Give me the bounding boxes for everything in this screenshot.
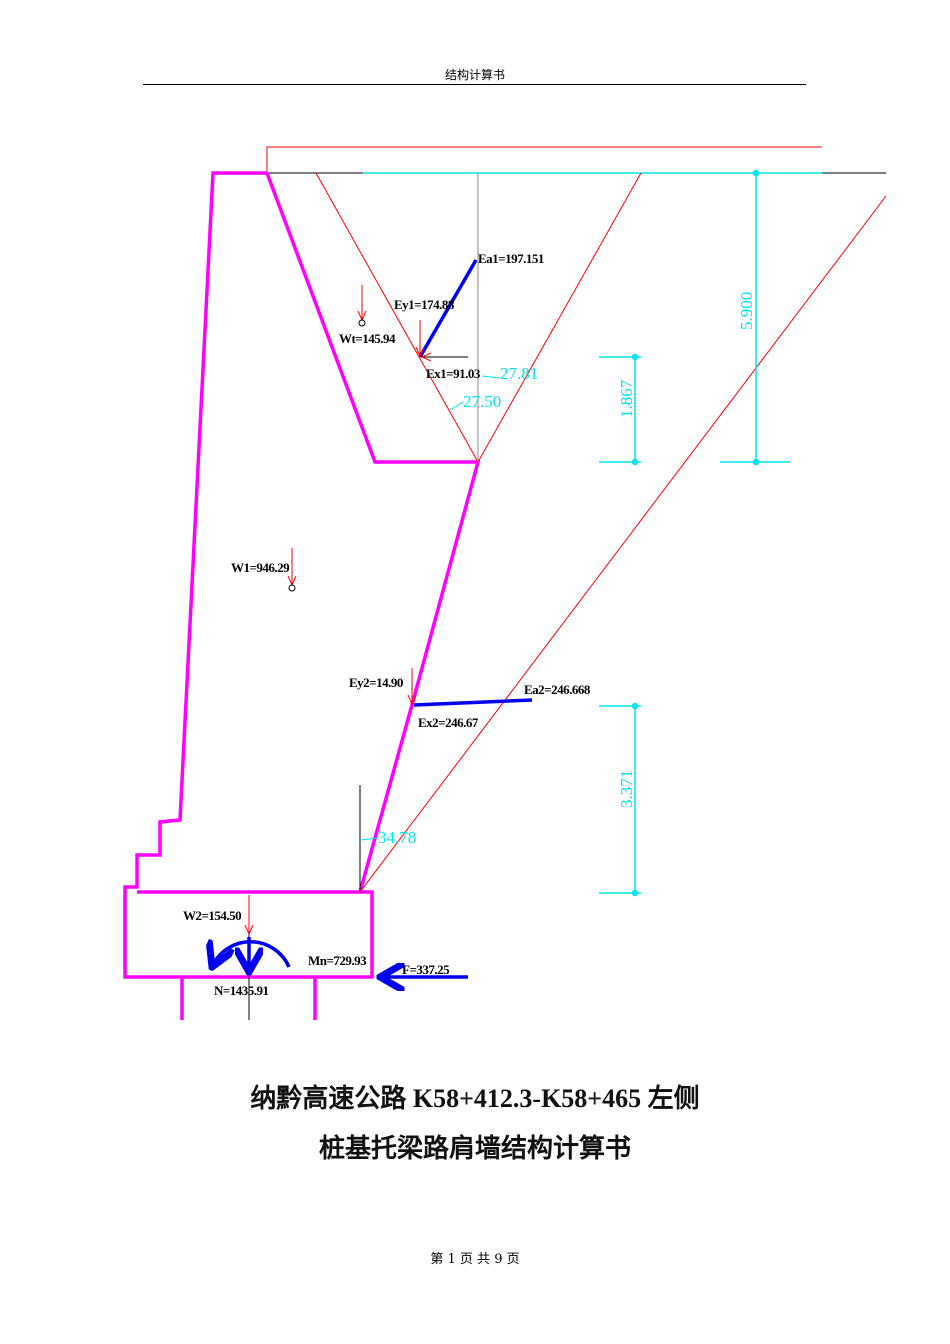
angle-label-1: 27.81 xyxy=(500,364,538,383)
wt-centroid-icon xyxy=(358,319,366,327)
ea1-force-arrow xyxy=(418,259,478,358)
header-title: 结构计算书 xyxy=(444,68,505,82)
w1-label: W1=946.29 xyxy=(231,560,290,575)
mn-label: Mn=729.93 xyxy=(308,953,367,968)
ex2-label: Ex2=246.67 xyxy=(418,715,479,730)
dimension-label-5900: 5.900 xyxy=(737,292,756,330)
retaining-wall-diagram: Ea1=197.151 Ey1=174.88 Wt=145.94 Ex1=91.… xyxy=(123,146,887,1020)
f-label: F=337.25 xyxy=(402,962,450,977)
ey2-label: Ey2=14.90 xyxy=(349,675,403,690)
ea2-force-arrow xyxy=(413,698,533,707)
ex1-label: Ex1=91.03 xyxy=(426,366,481,381)
dimension-lines xyxy=(359,169,790,897)
ea1-label: Ea1=197.151 xyxy=(478,251,544,266)
dimension-label-1867: 1.867 xyxy=(617,379,636,418)
w1-centroid-icon xyxy=(288,584,296,592)
angle-label-3: 34.78 xyxy=(378,828,416,847)
document-title-line2: 桩基托梁路肩墙结构计算书 xyxy=(318,1134,631,1163)
n-label: N=1435.91 xyxy=(214,983,269,998)
document-title-line1: 纳黔高速公路 K58+412.3-K58+465 左侧 xyxy=(250,1084,700,1113)
page-number: 第 1 页 共 9 页 xyxy=(430,1252,520,1267)
dimension-label-3371: 3.371 xyxy=(617,770,636,808)
ea2-label: Ea2=246.668 xyxy=(524,682,591,697)
ey1-label: Ey1=174.88 xyxy=(394,297,455,312)
rupture-lines xyxy=(315,172,887,893)
wt-label: Wt=145.94 xyxy=(339,331,396,346)
w2-label: W2=154.50 xyxy=(183,908,241,923)
header-divider xyxy=(143,84,806,85)
ground-lines xyxy=(266,146,886,174)
angle-label-2: 27.50 xyxy=(463,392,501,411)
